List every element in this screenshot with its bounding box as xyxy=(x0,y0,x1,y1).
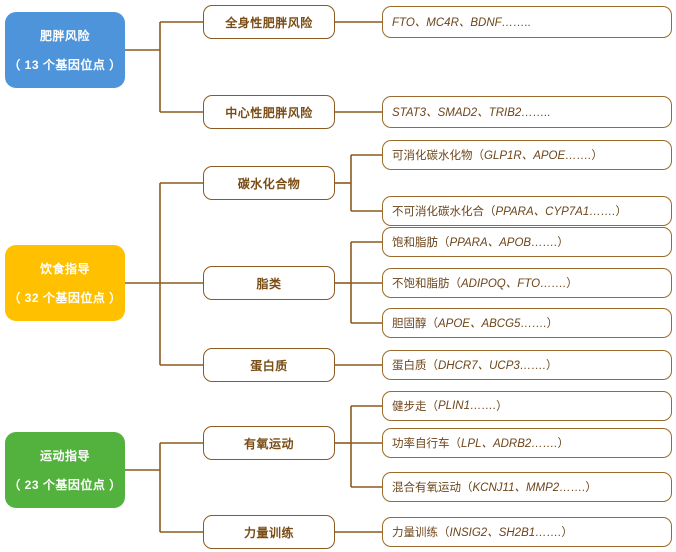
gene-box-indigestible-carb[interactable]: 不可消化碳水化合 （ PPARA、CYP7A1……. ） xyxy=(382,196,672,226)
category-box-protein[interactable]: 蛋白质 xyxy=(203,348,335,382)
paren-open-indigestible-carb: （ xyxy=(484,206,496,218)
root-title-exercise: 运动指导 xyxy=(39,448,90,463)
paren-open-unsaturated-fat: （ xyxy=(449,278,462,290)
gene-box-label-strength-training: 力量训练 xyxy=(392,527,438,539)
root-node-obesity[interactable]: 肥胖风险 （ 13 个基因位点 ） xyxy=(5,12,125,88)
gene-list-cholesterol: APOE、ABCG5……. xyxy=(438,318,547,330)
root-title-diet: 饮食指导 xyxy=(39,261,90,276)
gene-list-stat3: STAT3、SMAD2、TRIB2…….. xyxy=(392,107,551,119)
paren-close-cholesterol: ） xyxy=(546,318,559,330)
gene-box-unsaturated-fat[interactable]: 不饱和脂肪 （ ADIPOQ、FTO……. ） xyxy=(382,268,672,298)
gene-box-label-indigestible-carb: 不可消化碳水化合 xyxy=(392,206,484,218)
paren-open-strength-training: （ xyxy=(438,527,450,539)
paren-open-saturated-fat: （ xyxy=(438,237,450,249)
root-node-exercise[interactable]: 运动指导 （ 23 个基因位点 ） xyxy=(5,432,125,508)
category-box-lipids[interactable]: 脂类 xyxy=(203,266,335,300)
gene-list-protein: DHCR7、UCP3……. xyxy=(438,360,546,372)
paren-open-digestible-carb: （ xyxy=(472,150,485,162)
paren-close-stationary-bike: ） xyxy=(557,438,570,450)
category-box-aerobic[interactable]: 有氧运动 xyxy=(203,426,335,460)
paren-open-mixed-aerobic: （ xyxy=(461,482,473,494)
root-subtitle-exercise: （ 23 个基因位点 ） xyxy=(8,477,122,492)
root-subtitle-obesity: （ 13 个基因位点 ） xyxy=(8,57,122,72)
paren-close-unsaturated-fat: ） xyxy=(566,278,578,290)
gene-box-label-saturated-fat: 饱和脂肪 xyxy=(392,237,438,249)
gene-box-saturated-fat[interactable]: 饱和脂肪 （ PPARA、APOB……. ） xyxy=(382,227,672,257)
gene-list-digestible-carb: GLP1R、APOE……. xyxy=(484,150,592,162)
gene-list-unsaturated-fat: ADIPOQ、FTO……. xyxy=(461,278,567,290)
gene-box-label-stationary-bike: 功率自行车 xyxy=(392,438,450,450)
category-box-strength[interactable]: 力量训练 xyxy=(203,515,335,549)
paren-close-walking: ） xyxy=(496,401,508,413)
category-box-systemic-obesity[interactable]: 全身性肥胖风险 xyxy=(203,5,335,39)
gene-box-cholesterol[interactable]: 胆固醇 （ APOE、ABCG5……. ） xyxy=(382,308,672,338)
paren-close-mixed-aerobic: ） xyxy=(585,482,597,494)
root-title-obesity: 肥胖风险 xyxy=(39,28,90,43)
gene-list-fto: FTO、MC4R、BDNF…….. xyxy=(392,17,532,29)
paren-close-indigestible-carb: ） xyxy=(615,206,627,218)
gene-list-walking: PLIN1……. xyxy=(438,400,497,412)
gene-box-strength-training[interactable]: 力量训练 （ INSIG2、SH2B1……. ） xyxy=(382,517,672,547)
gene-box-label-digestible-carb: 可消化碳水化物 xyxy=(392,150,473,162)
gene-list-strength-training: INSIG2、SH2B1……. xyxy=(449,527,562,539)
gene-box-stationary-bike[interactable]: 功率自行车 （ LPL、ADRB2……. ） xyxy=(382,428,672,458)
gene-box-digestible-carb[interactable]: 可消化碳水化物 （ GLP1R、APOE……. ） xyxy=(382,140,672,170)
paren-close-strength-training: ） xyxy=(561,527,573,539)
paren-close-digestible-carb: ） xyxy=(591,150,603,162)
gene-box-protein[interactable]: 蛋白质 （ DHCR7、UCP3……. ） xyxy=(382,350,672,380)
gene-box-label-walking: 健步走 xyxy=(392,401,427,413)
paren-close-protein: ） xyxy=(546,360,558,372)
gene-list-mixed-aerobic: KCNJ11、MMP2……. xyxy=(472,482,586,494)
gene-box-label-mixed-aerobic: 混合有氧运动 xyxy=(392,482,461,494)
gene-list-saturated-fat: PPARA、APOB……. xyxy=(449,237,558,249)
gene-box-mixed-aerobic[interactable]: 混合有氧运动 （ KCNJ11、MMP2……. ） xyxy=(382,472,672,502)
paren-close-saturated-fat: ） xyxy=(557,237,569,249)
paren-open-cholesterol: （ xyxy=(426,318,439,330)
gene-box-fto[interactable]: FTO、MC4R、BDNF…….. xyxy=(382,6,672,38)
paren-open-walking: （ xyxy=(426,401,439,413)
gene-list-stationary-bike: LPL、ADRB2……. xyxy=(461,438,558,450)
gene-box-walking[interactable]: 健步走 （ PLIN1……. ） xyxy=(382,391,672,421)
gene-box-label-unsaturated-fat: 不饱和脂肪 xyxy=(392,278,450,290)
gene-box-label-protein: 蛋白质 xyxy=(392,360,427,372)
root-subtitle-diet: （ 32 个基因位点 ） xyxy=(8,290,122,305)
category-box-carbohydrate[interactable]: 碳水化合物 xyxy=(203,166,335,200)
category-box-central-obesity[interactable]: 中心性肥胖风险 xyxy=(203,95,335,129)
root-node-diet[interactable]: 饮食指导 （ 32 个基因位点 ） xyxy=(5,245,125,321)
paren-open-protein: （ xyxy=(426,360,439,372)
paren-open-stationary-bike: （ xyxy=(449,438,462,450)
gene-box-stat3[interactable]: STAT3、SMAD2、TRIB2…….. xyxy=(382,96,672,128)
gene-box-label-cholesterol: 胆固醇 xyxy=(392,318,427,330)
gene-list-indigestible-carb: PPARA、CYP7A1……. xyxy=(495,206,616,218)
